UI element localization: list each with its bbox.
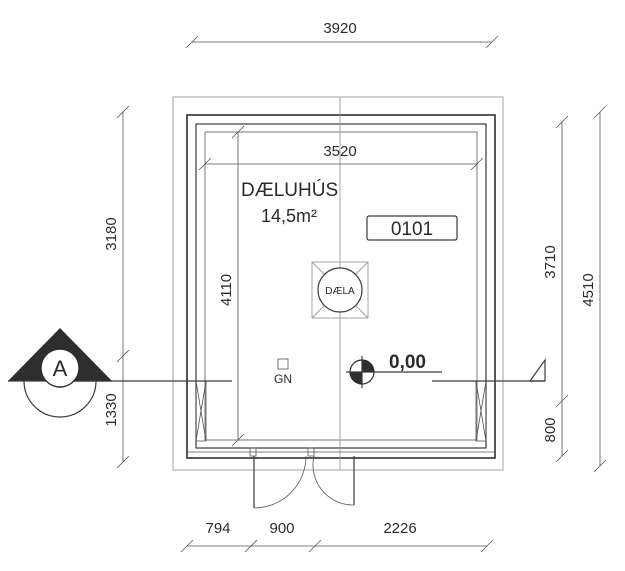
dimension-inner-vertical-label: 4110 (218, 274, 235, 306)
section-marker: A (8, 328, 112, 418)
door-swing-right (312, 455, 355, 506)
door (249, 447, 355, 509)
outer-boundary (172, 96, 504, 471)
floor-drain-label: GN (274, 372, 292, 386)
level-marker: 0,00 (346, 352, 442, 388)
inner-wall-face (204, 131, 478, 441)
daela-logo: DÆLA (311, 261, 369, 319)
room-area: 14,5m² (261, 206, 317, 226)
dimension-right-inner-label: 3710 (542, 245, 559, 278)
daela-logo-text: DÆLA (325, 286, 355, 297)
level-value: 0,00 (389, 352, 426, 373)
dimension-bottom-mid-label: 900 (269, 520, 294, 537)
door-swing-left (253, 455, 307, 509)
room-name: DÆLUHÚS (241, 179, 338, 201)
room-number-box: 0101 (366, 215, 458, 241)
outer-wall (186, 114, 496, 459)
inner-wall (195, 123, 487, 449)
room-number: 0101 (391, 219, 433, 240)
dimension-left-upper-label: 3180 (103, 217, 120, 250)
building-walls (172, 96, 504, 471)
dimension-top-outer-label: 3920 (323, 20, 356, 37)
dimension-right-outer-label: 4510 (580, 273, 597, 306)
dimension-top-outer: 3920 (185, 20, 499, 49)
wall-hatch-right (475, 380, 487, 442)
floor-drain: GN (274, 358, 292, 386)
wall-hatch-left (195, 380, 207, 442)
dimension-right-lower-label: 800 (542, 417, 559, 442)
door-frame-right (307, 447, 315, 457)
dimension-inner-vertical: 4110 (218, 125, 245, 447)
floor-drain-icon (277, 358, 289, 370)
dimension-left: 3180 1330 (103, 105, 130, 469)
dimension-bottom-right-label: 2226 (383, 520, 416, 537)
dimension-left-lower-label: 1330 (103, 393, 120, 426)
dimension-top-inner: 3520 (198, 143, 484, 171)
dimension-bottom-left-label: 794 (205, 520, 230, 537)
dimension-right-inner: 3710 800 (542, 115, 569, 463)
dimension-right-outer: 4510 (580, 105, 607, 473)
door-frame-left (249, 447, 257, 457)
section-cut-line (70, 358, 546, 382)
section-arrow-right (528, 358, 546, 382)
dimension-top-inner-label: 3520 (323, 143, 356, 160)
dimension-bottom: 794 900 2226 (180, 520, 494, 553)
section-marker-label: A (53, 356, 68, 381)
